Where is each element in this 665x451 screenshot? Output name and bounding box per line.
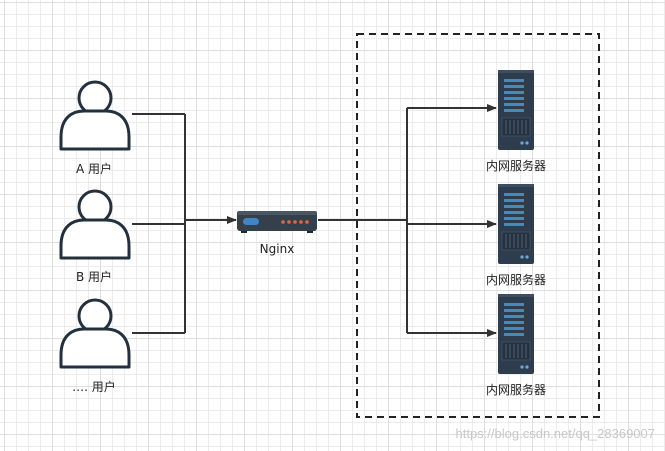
user-connectors (132, 113, 186, 334)
server-icon (497, 293, 535, 375)
router-icon (237, 211, 317, 233)
server-connectors (318, 108, 408, 333)
server-icon (497, 69, 535, 151)
user-icon (59, 189, 131, 260)
user-label-a: A 用户 (75, 162, 113, 176)
user-label-b: B 用户 (75, 270, 113, 284)
server-icon (497, 183, 535, 265)
user-label-c: …. 用户 (72, 380, 116, 394)
nginx-label: Nginx (259, 242, 295, 256)
watermark: https://blog.csdn.net/qq_28369007 (455, 426, 656, 441)
user-icon (59, 298, 131, 369)
server-label-1: 内网服务器 (485, 159, 547, 173)
internal-network-boundary (356, 33, 600, 418)
user-icon (59, 80, 131, 151)
server-label-2: 内网服务器 (485, 273, 547, 287)
server-label-3: 内网服务器 (485, 383, 547, 397)
